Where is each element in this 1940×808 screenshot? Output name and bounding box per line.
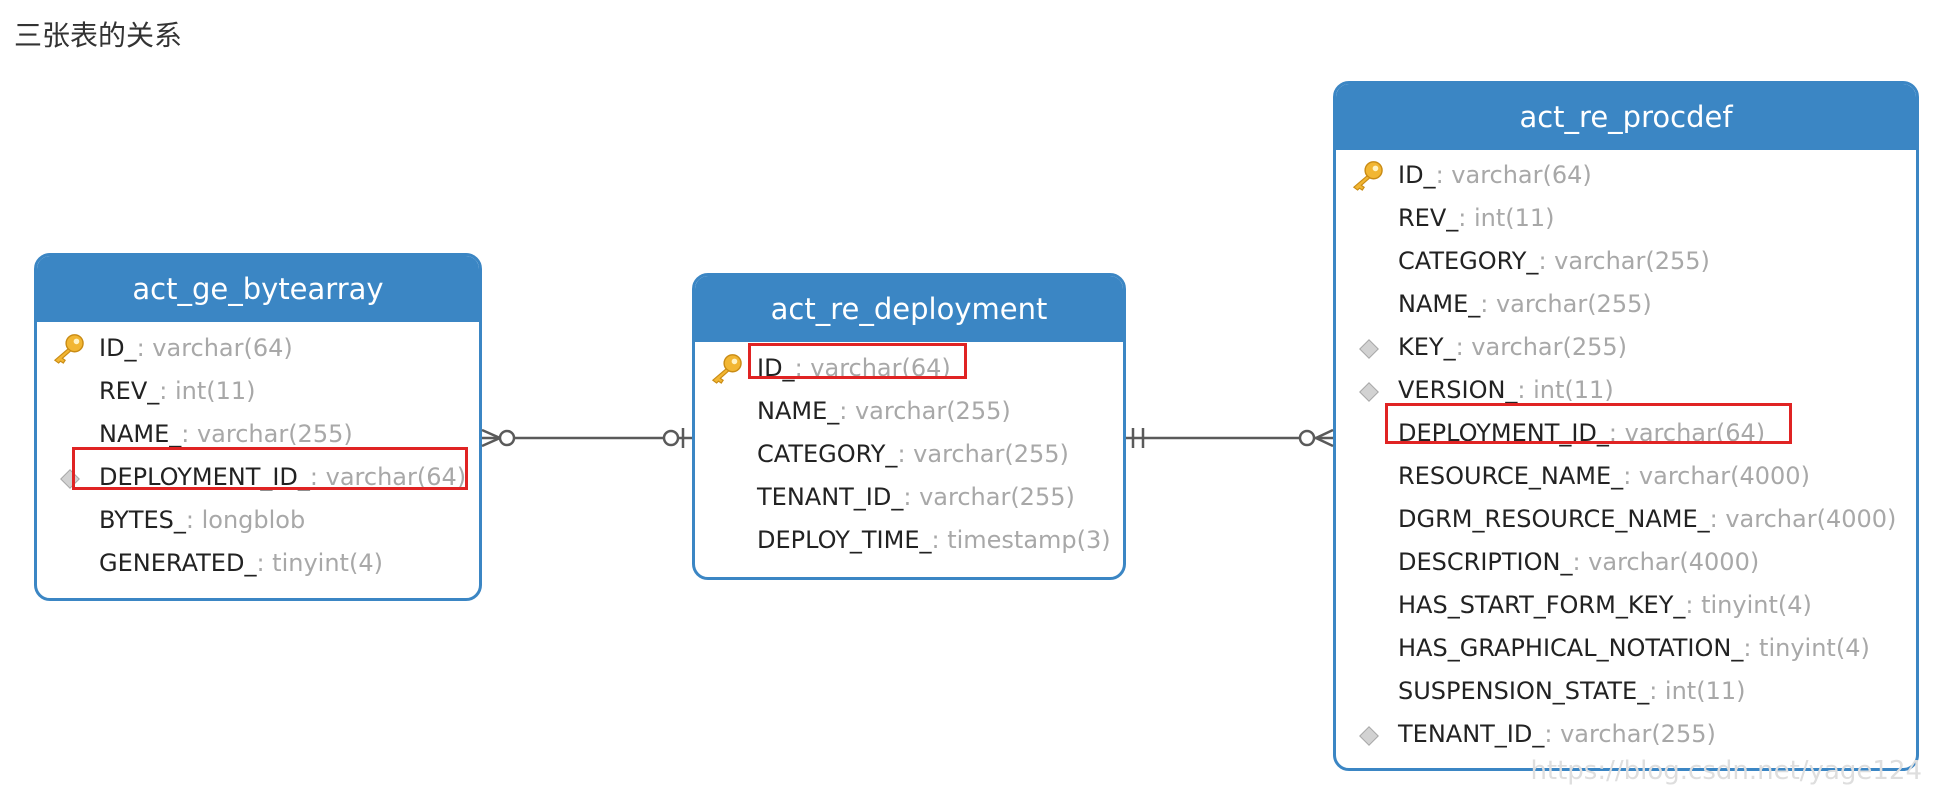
column-name: GENERATED_ (99, 549, 257, 577)
column-name: SUSPENSION_STATE_ (1398, 677, 1650, 705)
column-name: ID_ (1398, 161, 1436, 189)
column-type: : tinyint(4) (1743, 634, 1870, 662)
column-name: RESOURCE_NAME_ (1398, 462, 1624, 490)
crows-foot-many-marker (1315, 436, 1334, 448)
table-act-re-deployment: act_re_deployment ID_: varchar(64)NAME_:… (692, 273, 1126, 580)
zero-optional-marker (662, 429, 680, 447)
column-row: ID_: varchar(64) (37, 327, 479, 370)
column-name: BYTES_ (99, 506, 186, 534)
column-type: : longblob (185, 506, 306, 534)
diagram-caption: 三张表的关系 (14, 19, 183, 52)
column-row: NAME_: varchar(255) (37, 413, 479, 456)
column-row: CATEGORY_: varchar(255) (695, 433, 1123, 476)
column-type: : varchar(255) (839, 397, 1011, 425)
column-row: TENANT_ID_: varchar(255) (695, 476, 1123, 519)
crows-foot-many-marker (1315, 428, 1334, 440)
column-row: KEY_: varchar(255) (1336, 326, 1916, 369)
key-icon (49, 332, 87, 364)
column-type: : varchar(255) (181, 420, 353, 448)
crows-foot-many-marker (481, 428, 501, 440)
column-type: : varchar(64) (136, 334, 293, 362)
column-row: SUSPENSION_STATE_: int(11) (1336, 670, 1916, 713)
column-type: : varchar(64) (1435, 161, 1592, 189)
column-type: : varchar(255) (1544, 720, 1716, 748)
column-row: TENANT_ID_: varchar(255) (1336, 713, 1916, 756)
column-row: CATEGORY_: varchar(255) (1336, 240, 1916, 283)
column-type: : varchar(255) (1480, 290, 1652, 318)
column-type: : varchar(4000) (1709, 505, 1897, 533)
column-row: HAS_GRAPHICAL_NOTATION_: tinyint(4) (1336, 627, 1916, 670)
column-row: NAME_: varchar(255) (695, 390, 1123, 433)
column-type: : varchar(255) (1538, 247, 1710, 275)
column-name: NAME_ (757, 397, 840, 425)
column-row: VERSION_: int(11) (1336, 369, 1916, 412)
column-type: : tinyint(4) (256, 549, 383, 577)
crows-foot-many-marker (481, 436, 501, 448)
highlight-box-bytearray-deployment-id (72, 447, 468, 490)
zero-optional-marker (498, 429, 516, 447)
column-row: DEPLOY_TIME_: timestamp(3) (695, 519, 1123, 562)
table-act-re-procdef: act_re_procdef ID_: varchar(64)REV_: int… (1333, 81, 1919, 771)
column-name: REV_ (1398, 204, 1459, 232)
column-row: ID_: varchar(64) (1336, 154, 1916, 197)
column-type: : varchar(255) (897, 440, 1069, 468)
column-name: ID_ (99, 334, 137, 362)
column-type: : varchar(255) (1455, 333, 1628, 361)
column-name: NAME_ (1398, 290, 1481, 318)
column-type: : int(11) (1458, 204, 1555, 232)
table-title: act_ge_bytearray (37, 256, 479, 322)
column-row: DESCRIPTION_: varchar(4000) (1336, 541, 1916, 584)
column-name: VERSION_ (1398, 376, 1518, 404)
highlight-box-procdef-deployment-id (1385, 403, 1792, 444)
column-row: HAS_START_FORM_KEY_: tinyint(4) (1336, 584, 1916, 627)
column-row: REV_: int(11) (37, 370, 479, 413)
column-row: BYTES_: longblob (37, 499, 479, 542)
column-type: : varchar(255) (903, 483, 1075, 511)
column-name: KEY_ (1398, 333, 1456, 361)
column-name: DEPLOY_TIME_ (757, 526, 932, 554)
column-name: NAME_ (99, 420, 182, 448)
column-name: TENANT_ID_ (1398, 720, 1545, 748)
key-icon (707, 352, 745, 384)
table-title: act_re_procdef (1336, 84, 1916, 150)
column-name: CATEGORY_ (757, 440, 898, 468)
column-name: CATEGORY_ (1398, 247, 1539, 275)
column-name: HAS_START_FORM_KEY_ (1398, 591, 1686, 619)
column-name: HAS_GRAPHICAL_NOTATION_ (1398, 634, 1744, 662)
column-name: TENANT_ID_ (757, 483, 904, 511)
column-name: DESCRIPTION_ (1398, 548, 1573, 576)
column-type: : int(11) (159, 377, 256, 405)
table-act-ge-bytearray: act_ge_bytearray ID_: varchar(64)REV_: i… (34, 253, 482, 601)
highlight-box-deployment-id (748, 343, 967, 379)
table-title: act_re_deployment (695, 276, 1123, 342)
column-row: DGRM_RESOURCE_NAME_: varchar(4000) (1336, 498, 1916, 541)
column-row: GENERATED_: tinyint(4) (37, 542, 479, 585)
column-type: : varchar(4000) (1623, 462, 1810, 490)
column-type: : varchar(64) (309, 463, 467, 491)
key-icon (1348, 159, 1386, 191)
column-name: DEPLOYMENT_ID_ (99, 463, 310, 491)
column-row: NAME_: varchar(255) (1336, 283, 1916, 326)
watermark: https://blog.csdn.net/yage124 (1530, 756, 1922, 786)
column-row: RESOURCE_NAME_: varchar(4000) (1336, 455, 1916, 498)
column-type: : int(11) (1517, 376, 1614, 404)
column-type: : timestamp(3) (931, 526, 1111, 554)
column-type: : tinyint(4) (1685, 591, 1812, 619)
column-name: REV_ (99, 377, 160, 405)
column-type: : varchar(4000) (1572, 548, 1760, 576)
column-type: : int(11) (1649, 677, 1746, 705)
column-row: REV_: int(11) (1336, 197, 1916, 240)
column-name: DGRM_RESOURCE_NAME_ (1398, 505, 1710, 533)
column-row: DEPLOYMENT_ID_: varchar(64) (37, 456, 479, 499)
zero-optional-marker (1298, 429, 1316, 447)
